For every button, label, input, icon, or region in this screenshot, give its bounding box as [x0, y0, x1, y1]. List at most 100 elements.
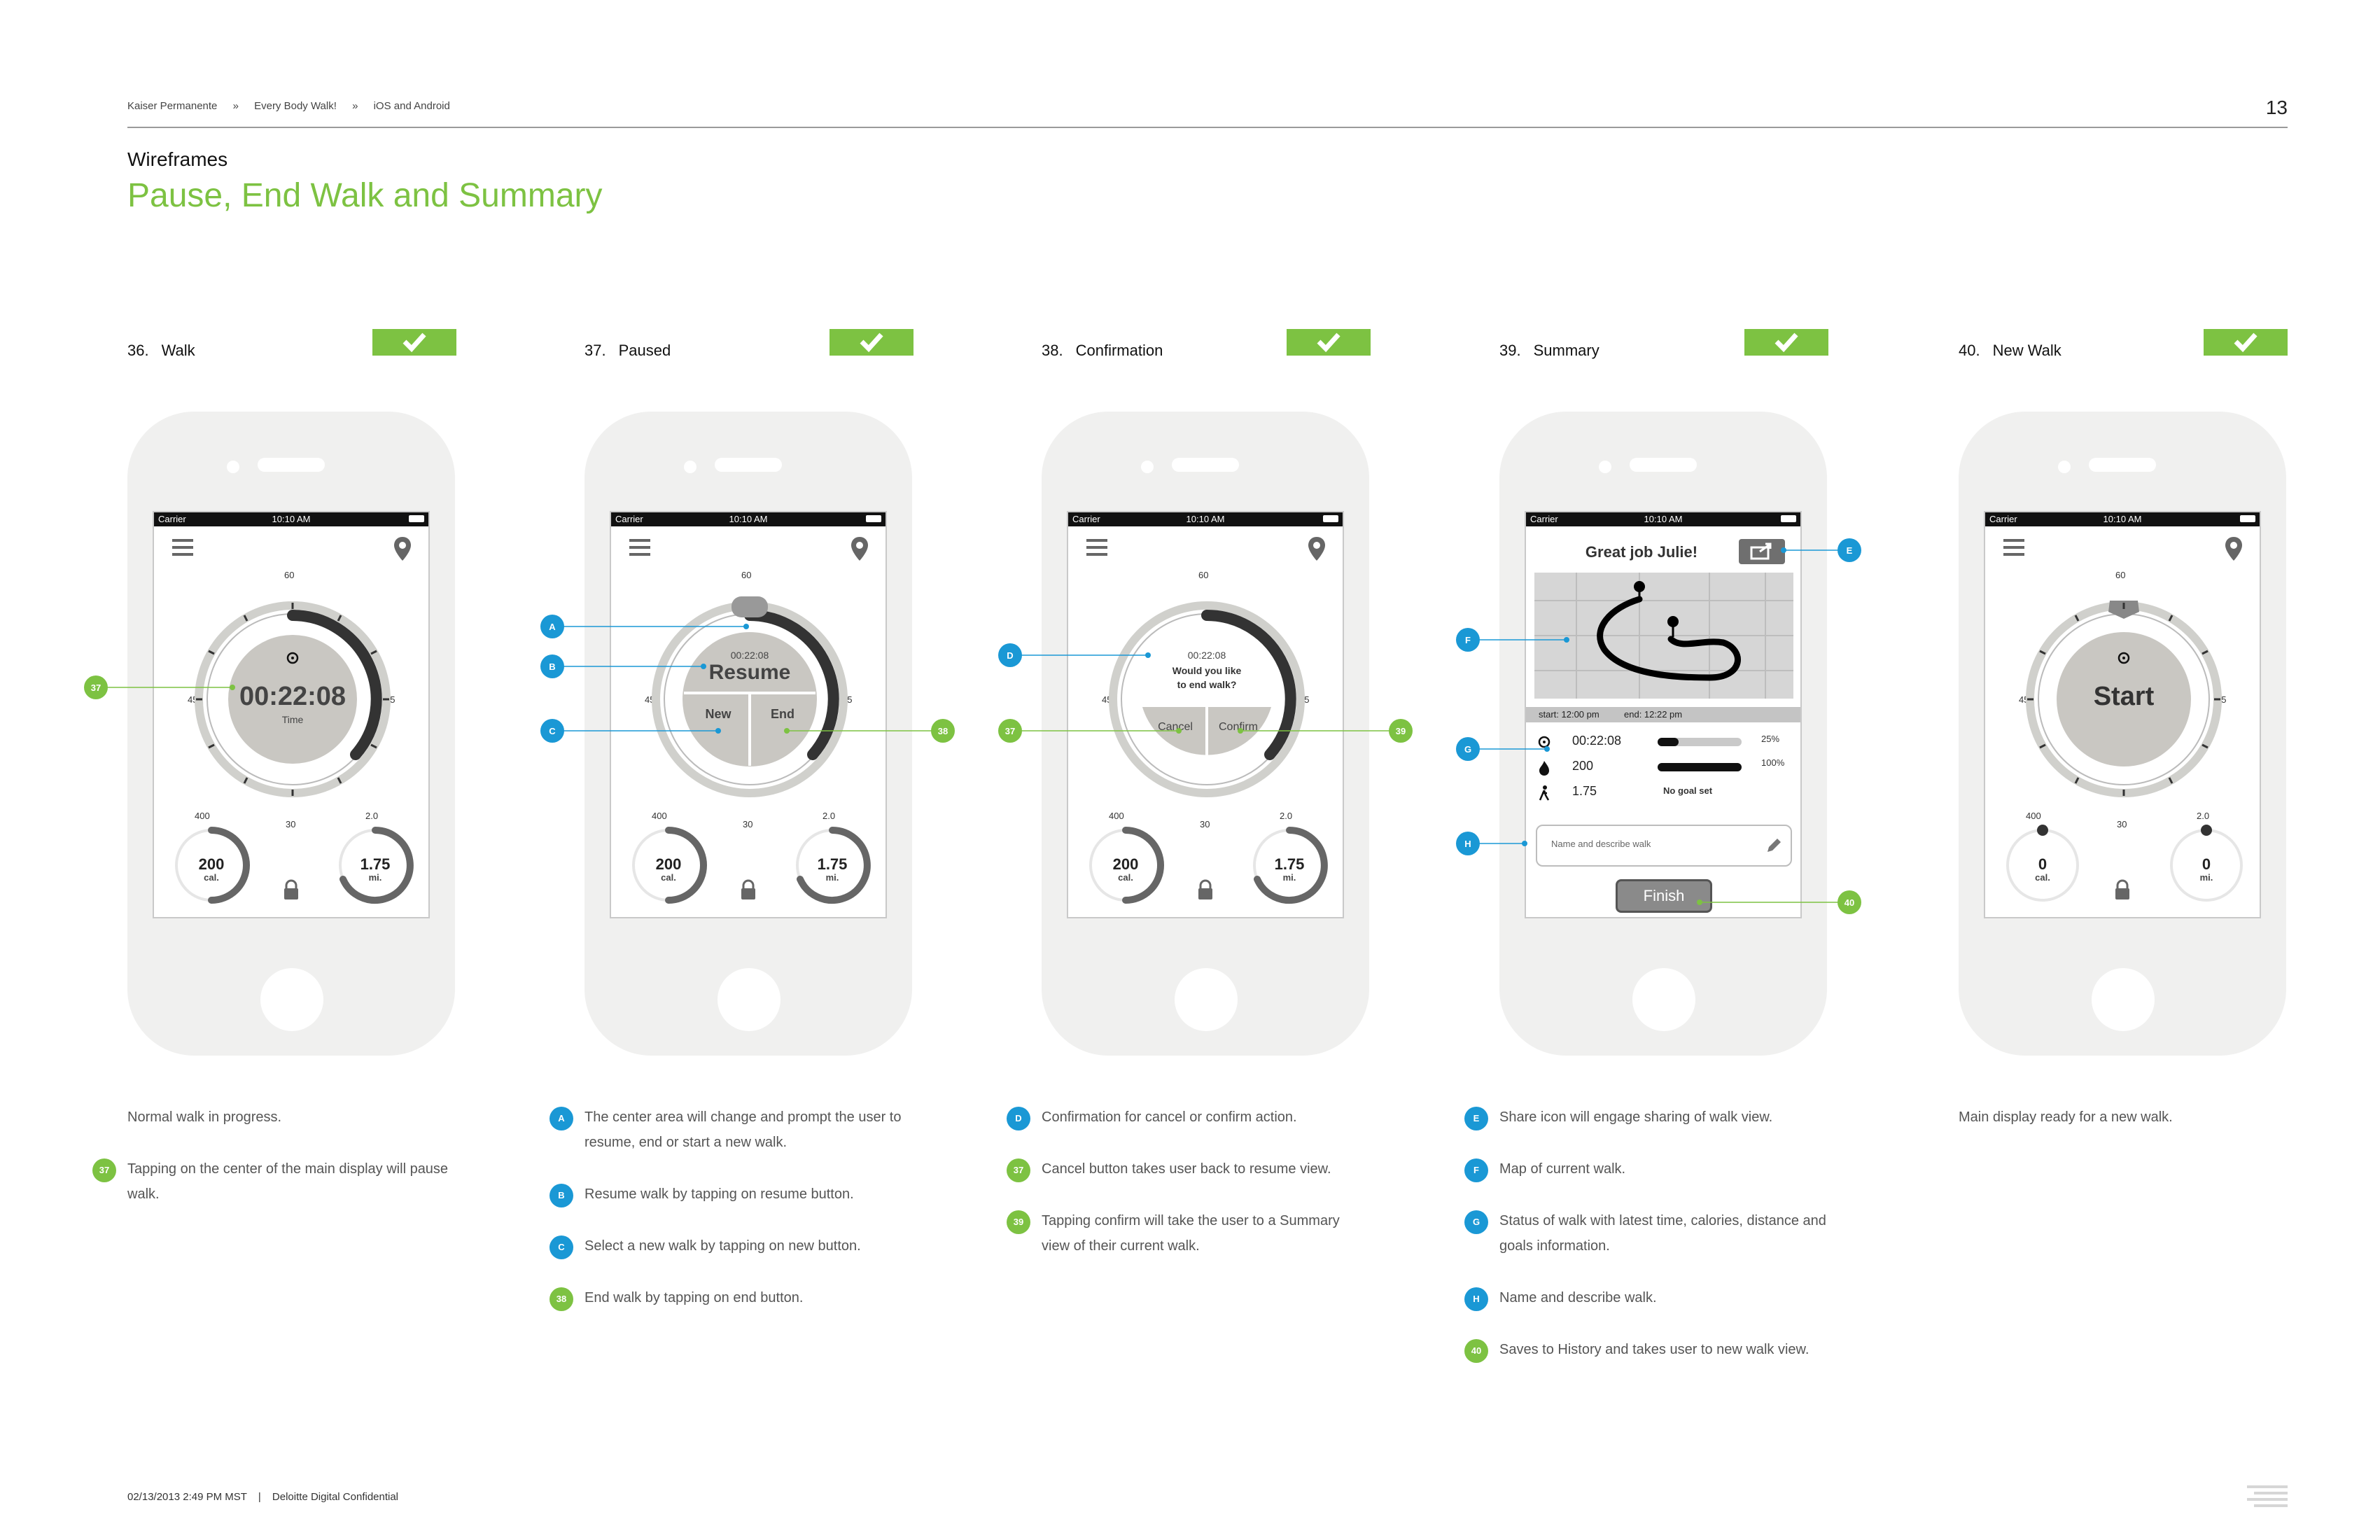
- note-text: Confirmation for cancel or confirm actio…: [1042, 1110, 1297, 1125]
- camera-icon: [227, 461, 239, 473]
- home-button[interactable]: [718, 968, 780, 1031]
- cancel-button[interactable]: Cancel: [1158, 721, 1193, 733]
- screen-heading: 36.Walk: [127, 342, 195, 360]
- walk-name-input[interactable]: Name and describe walk: [1536, 825, 1792, 867]
- screen-label: Confirmation: [1075, 342, 1163, 359]
- status-bar: Carrier 10:10 AM: [1526, 512, 1800, 526]
- finish-button[interactable]: Finish: [1616, 879, 1712, 913]
- distance-gauge: [2170, 825, 2243, 902]
- distance-max: 2.0: [1280, 811, 1293, 821]
- phone-frame: Carrier 10:10 AM 60 15 30 45: [1959, 412, 2286, 1056]
- checkmark-icon: [2234, 332, 2258, 353]
- breadcrumb-item[interactable]: Every Body Walk!: [254, 100, 337, 112]
- stat-time-value: 00:22:08: [1572, 734, 1622, 748]
- callout-lines: [553, 624, 945, 734]
- callout-badge: A: [540, 615, 564, 638]
- lock-icon[interactable]: [1197, 879, 1214, 900]
- home-button[interactable]: [1632, 968, 1695, 1031]
- location-pin-icon[interactable]: [850, 536, 869, 561]
- screen-label: New Walk: [1992, 342, 2062, 359]
- walk-map[interactable]: [1534, 573, 1793, 699]
- dial-tick-30: 30: [1200, 819, 1210, 830]
- confirm-button[interactable]: Confirm: [1218, 721, 1258, 733]
- menu-icon[interactable]: [629, 539, 650, 556]
- stat-calories-value: 200: [1572, 759, 1594, 773]
- menu-icon[interactable]: [172, 539, 193, 556]
- phone-screen: Carrier 10:10 AM 60 15 30 45: [153, 511, 430, 918]
- calorie-progress-fill: [1658, 763, 1742, 771]
- confirm-prompt-line2: to end walk?: [1177, 679, 1237, 690]
- clock-label: 10:10 AM: [1186, 514, 1225, 524]
- home-button[interactable]: [260, 968, 323, 1031]
- callout-lines: [1011, 652, 1403, 734]
- screen-number: 37.: [584, 342, 606, 359]
- calorie-max: 400: [2026, 811, 2041, 821]
- note-item: C Select a new walk by tapping on new but…: [550, 1233, 913, 1259]
- screen-heading: 38.Confirmation: [1042, 342, 1163, 360]
- timer-caption: Time: [281, 714, 304, 725]
- goal-status: No goal set: [1663, 785, 1713, 796]
- lock-icon[interactable]: [740, 879, 757, 900]
- breadcrumb-item[interactable]: iOS and Android: [373, 100, 450, 112]
- menu-icon[interactable]: [2003, 539, 2024, 556]
- end-walk-button[interactable]: End: [771, 707, 794, 721]
- status-bar: Carrier 10:10 AM: [611, 512, 886, 526]
- location-pin-icon[interactable]: [1308, 536, 1326, 561]
- calorie-progress-bar: [1658, 763, 1742, 771]
- note-text: Resume walk by tapping on resume button.: [584, 1186, 854, 1202]
- resume-button[interactable]: Resume: [708, 661, 791, 684]
- approved-badge: [372, 329, 456, 356]
- document-menu-icon[interactable]: [2247, 1485, 2288, 1508]
- calorie-gauge: [1089, 827, 1164, 904]
- new-walk-button[interactable]: New: [705, 707, 732, 721]
- footer-confidential: Deloitte Digital Confidential: [272, 1491, 399, 1503]
- approved-badge: [2204, 329, 2288, 356]
- home-button[interactable]: [2092, 968, 2155, 1031]
- summary-heading: Great job Julie!: [1585, 543, 1698, 561]
- note-text: The center area will change and prompt t…: [584, 1110, 902, 1150]
- footer-separator: |: [258, 1491, 261, 1503]
- calorie-max: 400: [195, 811, 210, 821]
- menu-icon[interactable]: [1086, 539, 1107, 556]
- start-walk-button[interactable]: Start: [2093, 682, 2155, 711]
- breadcrumb-item[interactable]: Kaiser Permanente: [127, 100, 218, 112]
- paused-timer: 00:22:08: [730, 650, 769, 661]
- carrier-label: Carrier: [615, 514, 643, 524]
- clock-label: 10:10 AM: [272, 514, 311, 524]
- approved-badge: [1744, 329, 1828, 356]
- calorie-gauge: [632, 827, 707, 904]
- note-badge: C: [550, 1236, 573, 1259]
- calorie-unit: cal.: [661, 872, 676, 883]
- walk-dial[interactable]: 60 15 30 45: [188, 570, 398, 830]
- carrier-label: Carrier: [158, 514, 186, 524]
- note-badge: G: [1464, 1210, 1488, 1234]
- location-pin-icon[interactable]: [2225, 536, 2243, 561]
- home-button[interactable]: [1175, 968, 1238, 1031]
- speaker-icon: [715, 458, 782, 472]
- lock-icon[interactable]: [283, 879, 300, 900]
- share-button[interactable]: [1739, 539, 1785, 564]
- note-text: Select a new walk by tapping on new butt…: [584, 1238, 861, 1254]
- callout-badge: 39: [1389, 719, 1413, 743]
- note-text: Name and describe walk.: [1499, 1290, 1657, 1306]
- callout-badge: D: [998, 643, 1022, 667]
- confirm-prompt-line1: Would you like: [1172, 665, 1242, 676]
- clock-icon: [1538, 736, 1550, 748]
- clock-label: 10:10 AM: [1644, 514, 1683, 524]
- approved-badge: [1287, 329, 1371, 356]
- calorie-unit: cal.: [1118, 872, 1133, 883]
- calorie-value: 200: [655, 855, 682, 873]
- dial-tick-30: 30: [2117, 819, 2127, 830]
- checkmark-icon: [1317, 332, 1340, 353]
- location-pin-icon[interactable]: [393, 536, 412, 561]
- status-bar: Carrier 10:10 AM: [1985, 512, 2260, 526]
- dial-ring: [2026, 601, 2222, 797]
- stat-distance-value: 1.75: [1572, 784, 1597, 798]
- status-bar: Carrier 10:10 AM: [154, 512, 428, 526]
- lock-icon[interactable]: [2114, 879, 2131, 900]
